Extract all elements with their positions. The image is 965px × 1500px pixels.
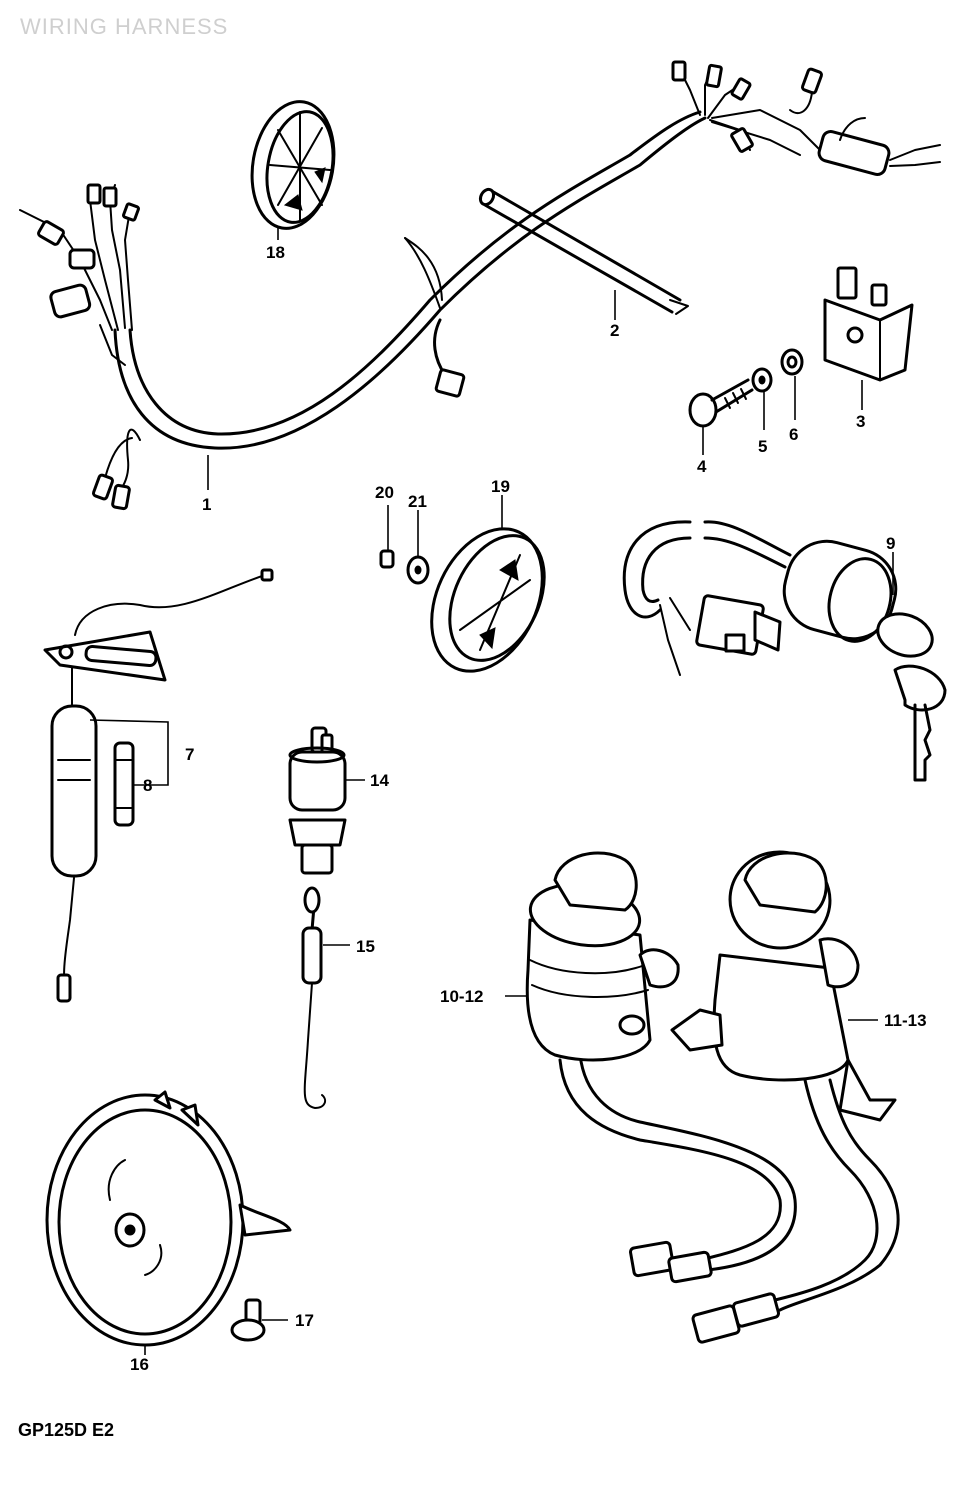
- washer-21-hole: [414, 565, 422, 575]
- leader-lines: [89, 228, 894, 1355]
- meter-gauge: [430, 527, 546, 673]
- bolt: [230, 1298, 266, 1342]
- lock-set-11-13: [670, 850, 900, 1344]
- relay-unit: [823, 266, 914, 382]
- nut-20: [379, 549, 395, 569]
- fuse: [113, 741, 135, 827]
- callout-3: 3: [856, 412, 866, 431]
- callout-19: 19: [491, 477, 510, 496]
- diagram-title: WIRING HARNESS: [20, 14, 229, 39]
- model-code: GP125D E2: [18, 1420, 115, 1440]
- harness-protector-tube: [478, 187, 689, 315]
- fuse-holder: [43, 568, 274, 1003]
- callout-2: 2: [610, 321, 620, 340]
- callout-10-12: 10-12: [440, 987, 484, 1006]
- callout-20: 20: [375, 483, 394, 502]
- callout-16: 16: [130, 1355, 149, 1374]
- callout-21: 21: [408, 492, 427, 511]
- wiring-harness-main: [19, 60, 941, 511]
- callout-6: 6: [789, 425, 799, 444]
- indicator-lens: [250, 100, 336, 230]
- callout-1: 1: [202, 495, 212, 514]
- ignition-switch: [622, 520, 947, 782]
- callout-8: 8: [143, 776, 153, 795]
- callout-17: 17: [295, 1311, 314, 1330]
- callout-15: 15: [356, 937, 375, 956]
- horn: [45, 1090, 292, 1347]
- stop-lamp-switch: [288, 726, 347, 875]
- screw: [688, 378, 754, 428]
- washer-6-hole: [786, 355, 798, 369]
- lock-set-10-12: [525, 851, 797, 1284]
- callout-4: 4: [697, 457, 707, 476]
- callout-18: 18: [266, 243, 285, 262]
- callout-7: 7: [185, 745, 195, 764]
- callout-14: 14: [370, 771, 389, 790]
- callout-5: 5: [758, 437, 768, 456]
- callout-9: 9: [886, 534, 896, 553]
- washer-5-hole: [758, 375, 766, 385]
- spring: [301, 886, 327, 1109]
- callout-11-13: 11-13: [884, 1011, 927, 1030]
